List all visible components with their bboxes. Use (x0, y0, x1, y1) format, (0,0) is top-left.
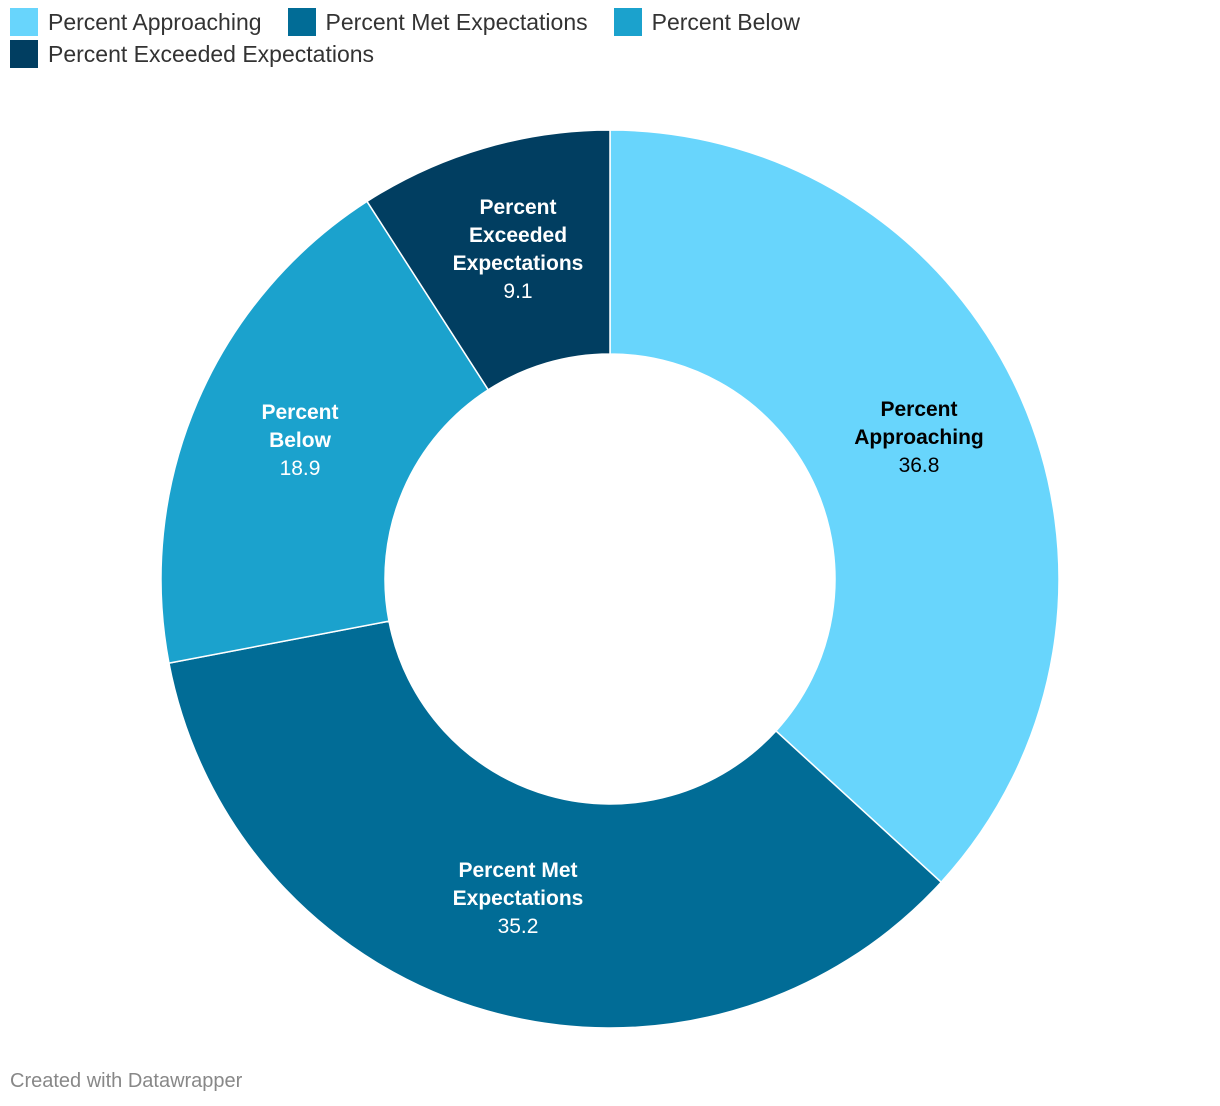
slice-percent-met-expectations (168, 620, 943, 1029)
slice-label-name: Percent (479, 196, 556, 219)
legend-swatch (10, 8, 38, 36)
legend-swatch (287, 8, 316, 36)
slice-percent-approaching (609, 129, 1060, 884)
footer-credit: Created with Datawrapper (10, 1070, 243, 1092)
slice-label-value: 9.1 (503, 280, 532, 303)
slice-label-name: Expectations (453, 887, 584, 910)
legend-item-percent-below: Percent Below (613, 8, 800, 36)
slice-percent-exceeded-expectations (366, 129, 611, 391)
legend-label: Percent Approaching (48, 8, 262, 35)
slice-label-name: Percent (880, 398, 957, 421)
legend-swatch (613, 8, 642, 36)
donut-slices (160, 129, 1060, 1029)
slice-label-name: Expectations (453, 252, 584, 275)
legend-label: Percent Below (651, 8, 800, 35)
slice-label-value: 36.8 (899, 454, 940, 477)
legend-swatch (10, 40, 38, 68)
slice-label-name: Percent Met (458, 859, 577, 882)
slice-label-name: Exceeded (469, 224, 567, 247)
slice-label-name: Below (269, 429, 332, 452)
legend-item-percent-exceeded-expectations: Percent Exceeded Expectations (10, 40, 374, 68)
legend-label: Percent Exceeded Expectations (48, 40, 375, 67)
legend-item-percent-met-expectations: Percent Met Expectations (287, 8, 588, 36)
slice-label-name: Percent (261, 401, 338, 424)
slice-label-value: 18.9 (280, 457, 321, 480)
legend-label: Percent Met Expectations (325, 8, 588, 35)
slice-label-name: Approaching (854, 426, 984, 449)
chart-legend: Percent Approaching Percent Met Expectati… (10, 8, 910, 68)
slice-percent-below (160, 200, 490, 665)
slice-label-value: 35.2 (498, 915, 539, 938)
legend-item-percent-approaching: Percent Approaching (10, 8, 262, 36)
